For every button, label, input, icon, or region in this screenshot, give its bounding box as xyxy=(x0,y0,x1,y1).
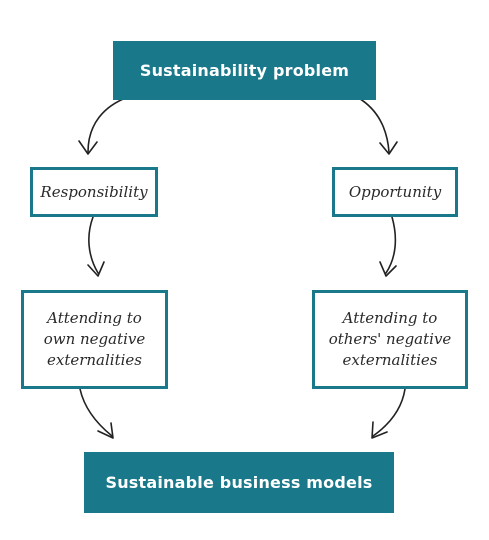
node-own-negative-externalities: Attending to own negative externalities xyxy=(21,290,168,389)
node-others-negative-externalities: Attending to others' negative externalit… xyxy=(312,290,468,389)
node-responsibility-label: Responsibility xyxy=(40,182,148,201)
node-sustainability-problem-label: Sustainability problem xyxy=(139,61,350,80)
arrow-responsibility-to-own xyxy=(88,216,99,274)
node-sustainable-business-models: Sustainable business models xyxy=(84,452,394,513)
arrowhead-problem-to-responsibility xyxy=(78,140,98,155)
node-opportunity: Opportunity xyxy=(332,167,458,217)
arrowhead-own-to-models xyxy=(97,422,114,439)
node-own-line-1: Attending to xyxy=(47,309,142,327)
arrowhead-responsibility-to-own xyxy=(87,261,105,277)
node-others-line-3: externalities xyxy=(342,351,438,369)
arrowhead-others-to-models xyxy=(371,421,388,439)
arrow-own-to-models xyxy=(79,388,113,437)
node-sustainable-business-models-label: Sustainable business models xyxy=(105,473,373,492)
arrow-opportunity-to-others xyxy=(385,216,397,274)
node-others-negative-externalities-label: Attending to others' negative externalit… xyxy=(323,308,458,371)
node-own-line-2: own negative xyxy=(43,330,146,348)
node-opportunity-label: Opportunity xyxy=(348,182,442,201)
arrow-problem-to-responsibility xyxy=(87,96,129,153)
arrow-problem-to-opportunity xyxy=(356,96,390,153)
node-own-line-3: externalities xyxy=(46,351,142,369)
node-others-line-1: Attending to xyxy=(342,309,438,327)
arrowhead-opportunity-to-others xyxy=(379,261,397,277)
arrowhead-problem-to-opportunity xyxy=(379,141,398,155)
node-own-negative-externalities-label: Attending to own negative externalities xyxy=(38,308,152,371)
node-responsibility: Responsibility xyxy=(30,167,158,217)
node-others-line-2: others' negative xyxy=(328,330,452,348)
node-sustainability-problem: Sustainability problem xyxy=(113,41,376,100)
arrow-others-to-models xyxy=(372,388,406,437)
